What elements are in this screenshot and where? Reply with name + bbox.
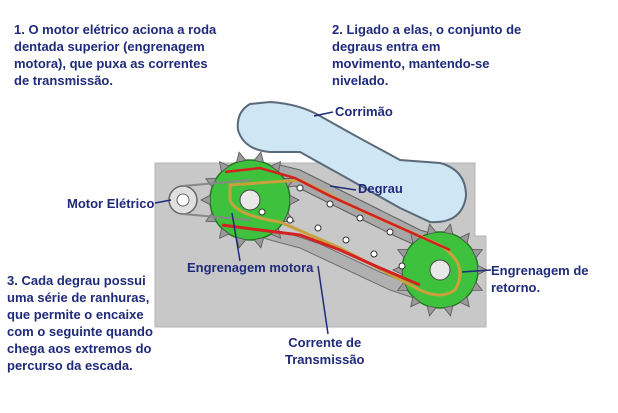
gear-tooth — [253, 151, 265, 163]
gear-tooth — [253, 237, 265, 249]
red-chain-upper — [221, 223, 421, 287]
gear-tooth — [200, 194, 211, 206]
gear-tooth — [396, 249, 409, 259]
return-gear-hub — [429, 259, 451, 281]
gear-tooth — [459, 232, 470, 245]
pointer-return-gear — [461, 269, 492, 273]
caption-step-1: 1. O motor elétrico aciona a roda dentad… — [14, 22, 217, 88]
label-step: Degrau — [358, 181, 403, 196]
pointer-chain — [317, 265, 329, 335]
caption-step-2: 2. Ligado a elas, o conjunto de degraus … — [332, 22, 522, 88]
gear-tooth — [218, 227, 230, 239]
gear-tooth — [471, 281, 484, 291]
gear-tooth — [471, 249, 484, 259]
gear-tooth — [443, 305, 454, 317]
label-handrail: Corrimão — [335, 104, 393, 119]
gear-tooth — [218, 161, 230, 173]
chain-links — [258, 184, 406, 270]
transmission-chain — [228, 178, 462, 297]
motor-belt — [182, 179, 251, 187]
gear-tooth — [426, 305, 437, 317]
gear-tooth — [426, 223, 437, 235]
pointer-drive-gear — [231, 212, 241, 262]
electric-motor-core — [176, 193, 190, 207]
caption-step-3: 3. Cada degrau possui uma série de ranhu… — [7, 273, 153, 373]
pointer-handrail — [313, 111, 334, 117]
pointer-motor — [154, 199, 172, 204]
label-drive-gear: Engrenagem motora — [187, 260, 314, 275]
gear-tooth — [235, 151, 247, 163]
gear-tooth — [270, 161, 282, 173]
gear-tooth — [459, 295, 470, 308]
label-return-gear: Engrenagem de retorno. — [491, 263, 589, 295]
gear-tooth — [410, 295, 421, 308]
gear-tooth — [289, 194, 300, 206]
motor-belt-lower — [182, 213, 251, 221]
label-motor: Motor Elétrico — [67, 196, 155, 211]
pointer-step — [329, 185, 357, 191]
label-chain: Corrente de Transmissão — [285, 335, 365, 367]
drive-gear-hub — [239, 189, 261, 211]
gear-tooth — [235, 237, 247, 249]
gear-tooth — [396, 281, 409, 291]
red-chain-lower — [224, 166, 451, 252]
gear-tooth — [443, 223, 454, 235]
